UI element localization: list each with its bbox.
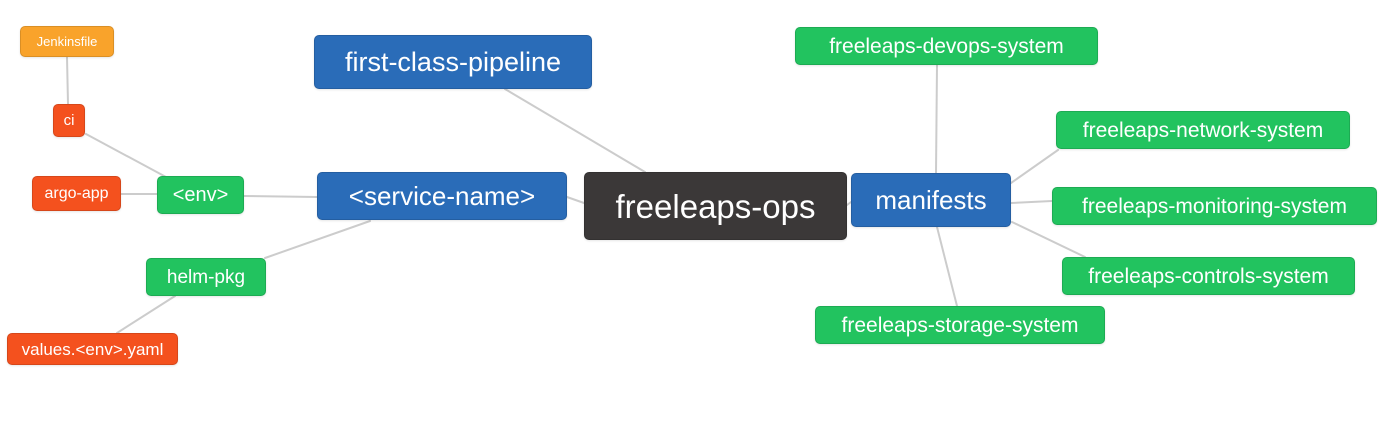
node-label: freeleaps-devops-system xyxy=(829,34,1064,58)
node-helm-pkg[interactable]: helm-pkg xyxy=(146,258,266,296)
node-label: manifests xyxy=(875,185,987,215)
node-ci[interactable]: ci xyxy=(53,104,85,137)
node-argo-app[interactable]: argo-app xyxy=(32,176,121,211)
node-label: ci xyxy=(63,112,75,129)
node-freeleaps-network-system[interactable]: freeleaps-network-system xyxy=(1056,111,1350,149)
edge-jenkinsfile--ci xyxy=(66,56,69,105)
edge-ci--env xyxy=(85,133,167,178)
node-freeleaps-storage-system[interactable]: freeleaps-storage-system xyxy=(815,306,1105,344)
edge-freeleaps-ops--manifests xyxy=(846,201,852,206)
node-freeleaps-monitoring-system[interactable]: freeleaps-monitoring-system xyxy=(1052,187,1377,225)
node-freeleaps-ops[interactable]: freeleaps-ops xyxy=(584,172,847,240)
node-jenkinsfile[interactable]: Jenkinsfile xyxy=(20,26,114,57)
node-manifests[interactable]: manifests xyxy=(851,173,1011,227)
node-label: values.<env>.yaml xyxy=(21,339,164,359)
node-env[interactable]: <env> xyxy=(157,176,244,214)
node-values-env-yaml[interactable]: values.<env>.yaml xyxy=(7,333,178,365)
node-freeleaps-controls-system[interactable]: freeleaps-controls-system xyxy=(1062,257,1355,295)
edge-manifests--freeleaps-storage-system xyxy=(936,226,958,307)
node-label: <service-name> xyxy=(348,181,536,211)
edge-env--service-name xyxy=(243,195,318,198)
node-label: argo-app xyxy=(44,184,109,202)
node-freeleaps-devops-system[interactable]: freeleaps-devops-system xyxy=(795,27,1098,65)
node-label: helm-pkg xyxy=(166,266,246,288)
node-label: freeleaps-controls-system xyxy=(1088,264,1329,288)
node-label: freeleaps-monitoring-system xyxy=(1082,194,1347,218)
edge-service-name--freeleaps-ops xyxy=(566,196,585,204)
edge-first-class-pipeline--freeleaps-ops xyxy=(504,88,646,173)
edge-manifests--freeleaps-devops-system xyxy=(935,64,938,174)
node-label: freeleaps-ops xyxy=(615,187,816,225)
edge-service-name--helm-pkg xyxy=(264,220,371,259)
edge-manifests--freeleaps-network-system xyxy=(1010,149,1059,184)
node-label: Jenkinsfile xyxy=(36,34,98,49)
node-service-name[interactable]: <service-name> xyxy=(317,172,567,220)
edge-manifests--freeleaps-monitoring-system xyxy=(1010,200,1053,204)
node-label: freeleaps-network-system xyxy=(1082,118,1324,142)
edge-helm-pkg--values-env-yaml xyxy=(116,295,176,334)
node-label: first-class-pipeline xyxy=(344,46,562,77)
node-label: freeleaps-storage-system xyxy=(841,313,1079,337)
node-label: <env> xyxy=(172,184,229,206)
edge-manifests--freeleaps-controls-system xyxy=(1011,221,1086,258)
node-first-class-pipeline[interactable]: first-class-pipeline xyxy=(314,35,592,89)
